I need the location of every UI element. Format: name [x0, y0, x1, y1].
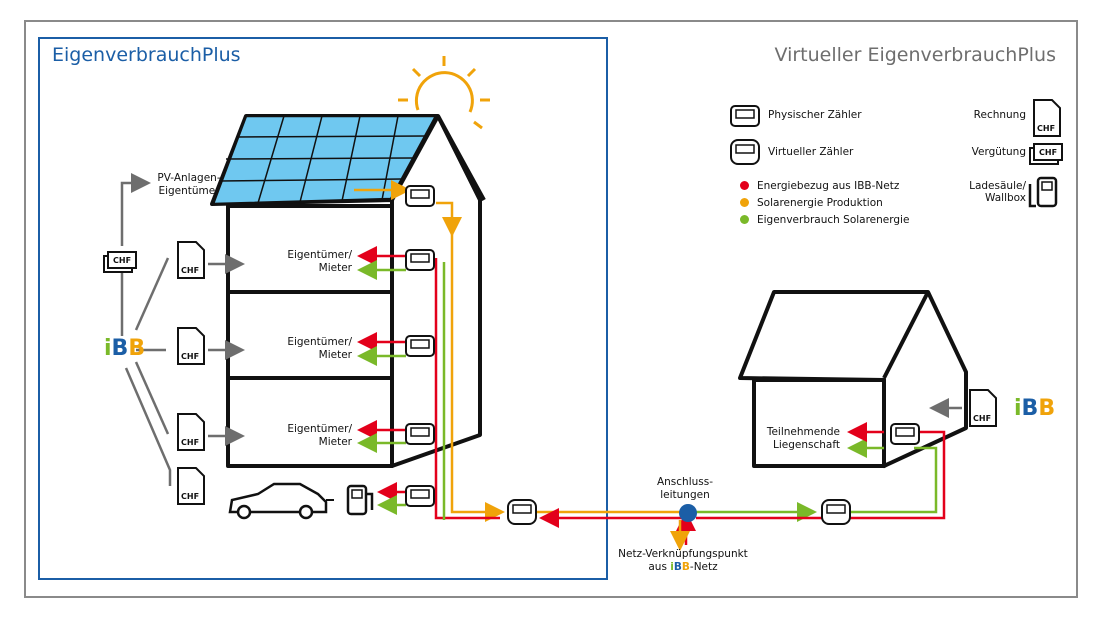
legend-charger: Ladesäule/Wallbox	[969, 180, 1026, 204]
physical-meter-icons	[405, 105, 920, 507]
legend-physical-meter: Physischer Zähler	[768, 109, 862, 121]
chf-label: CHF	[1037, 124, 1056, 133]
chf-label: CHF	[181, 352, 200, 361]
virtual-meter-icons	[507, 139, 851, 525]
legend-compensation: Vergütung	[971, 146, 1026, 158]
title-eigenverbrauchplus: EigenverbrauchPlus	[52, 44, 241, 66]
tenant-label-1: Eigentümer/Mieter	[287, 249, 352, 274]
legend-solar: Solarenergie Produktion	[740, 197, 883, 209]
legend-self: Eigenverbrauch Solarenergie	[740, 214, 909, 226]
billing-arrows	[120, 173, 962, 486]
chf-label: CHF	[181, 438, 200, 447]
charger-icon-legend	[1028, 176, 1058, 208]
grid-junction-node	[679, 504, 697, 522]
car-icon	[228, 482, 334, 520]
chf-label: CHF	[1039, 148, 1058, 157]
chf-label: CHF	[113, 256, 132, 265]
outer-frame	[24, 20, 1078, 598]
legend-invoice: Rechnung	[973, 109, 1026, 121]
netz-point-label: Netz-Verknüpfungspunkt aus iBB-Netz	[618, 548, 748, 573]
pv-owner-label: PV-Anlagen-Eigentümer	[157, 172, 221, 197]
sun-icon	[398, 56, 490, 130]
tenant-label-3: Eigentümer/Mieter	[287, 423, 352, 448]
chf-label: CHF	[181, 266, 200, 275]
legend-grid: Energiebezug aus IBB-Netz	[740, 180, 899, 192]
anschluss-label: Anschluss-leitungen	[656, 476, 714, 501]
power-lines	[354, 180, 946, 551]
charger-icon-main	[346, 484, 374, 516]
title-virtueller-eigenverbrauchplus: Virtueller EigenverbrauchPlus	[774, 44, 1057, 66]
ibb-logo-left: iBB	[104, 336, 146, 361]
chf-label: CHF	[973, 414, 992, 423]
tenant-label-2: Eigentümer/Mieter	[287, 336, 352, 361]
eigenverbrauchplus-box	[38, 37, 608, 580]
legend-virtual-meter: Virtueller Zähler	[768, 146, 854, 158]
ibb-logo-right: iBB	[1014, 396, 1056, 421]
invoice-icons	[177, 99, 1061, 505]
solar-panels	[211, 114, 439, 206]
chf-label: CHF	[181, 492, 200, 501]
compensation-icons	[103, 143, 1063, 273]
